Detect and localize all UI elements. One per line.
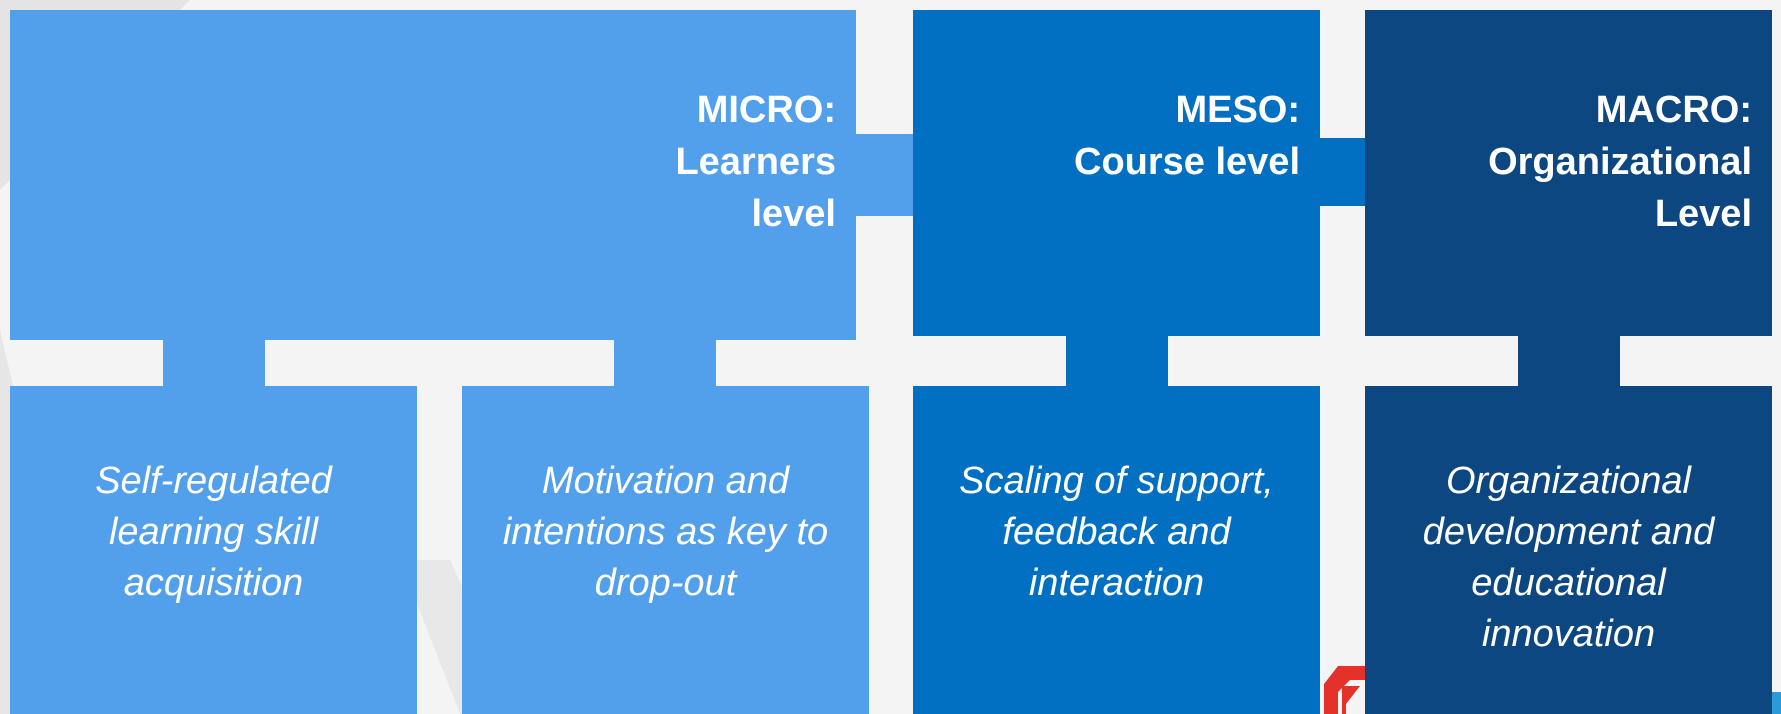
macro-title-line2: Organizational <box>1488 141 1752 183</box>
topic-box-organizational: Organizational development and education… <box>1365 386 1772 714</box>
topic-text-organizational: Organizational development and education… <box>1365 456 1772 660</box>
connector-scaling <box>1066 334 1168 388</box>
micro-title: MICRO: Learners level <box>675 84 836 240</box>
connector-organizational <box>1518 334 1620 388</box>
topic-line: development and <box>1422 511 1715 553</box>
logo-icon <box>1324 666 1366 714</box>
topic-line: Motivation and <box>541 460 790 502</box>
meso-title-line1: MESO: <box>1175 89 1300 131</box>
topic-line: drop-out <box>594 562 737 604</box>
micro-header-block: MICRO: Learners level <box>10 10 856 340</box>
topic-line: acquisition <box>123 562 304 604</box>
connector-motivation <box>614 338 716 388</box>
topic-line: innovation <box>1481 613 1656 655</box>
meso-title-line2: Course level <box>1074 141 1300 183</box>
topic-box-motivation: Motivation and intentions as key to drop… <box>462 386 869 714</box>
topic-line: learning skill <box>108 511 319 553</box>
topic-line: feedback and <box>1002 511 1231 553</box>
meso-header-block: MESO: Course level <box>913 10 1320 336</box>
macro-title-line3: Level <box>1654 193 1752 235</box>
micro-title-line3: level <box>751 193 836 235</box>
micro-title-line1: MICRO: <box>696 89 836 131</box>
topic-line: intentions as key to <box>502 511 829 553</box>
meso-title: MESO: Course level <box>1074 84 1300 188</box>
macro-header-block: MACRO: Organizational Level <box>1365 10 1772 336</box>
connector-self-regulated <box>163 338 265 388</box>
topic-line: educational <box>1471 562 1666 604</box>
macro-title: MACRO: Organizational Level <box>1488 84 1752 240</box>
topic-line: Organizational <box>1445 460 1692 502</box>
macro-title-line1: MACRO: <box>1595 89 1752 131</box>
topic-line: Scaling of support, <box>959 460 1274 502</box>
topic-line: interaction <box>1028 562 1205 604</box>
edge-accent-mark <box>1772 692 1781 714</box>
topic-text-self-regulated: Self-regulated learning skill acquisitio… <box>10 456 417 609</box>
topic-text-scaling: Scaling of support, feedback and interac… <box>913 456 1320 609</box>
topic-line: Self-regulated <box>95 460 332 502</box>
topic-box-self-regulated: Self-regulated learning skill acquisitio… <box>10 386 417 714</box>
topic-box-scaling: Scaling of support, feedback and interac… <box>913 386 1320 714</box>
micro-title-line2: Learners <box>675 141 836 183</box>
topic-text-motivation: Motivation and intentions as key to drop… <box>462 456 869 609</box>
